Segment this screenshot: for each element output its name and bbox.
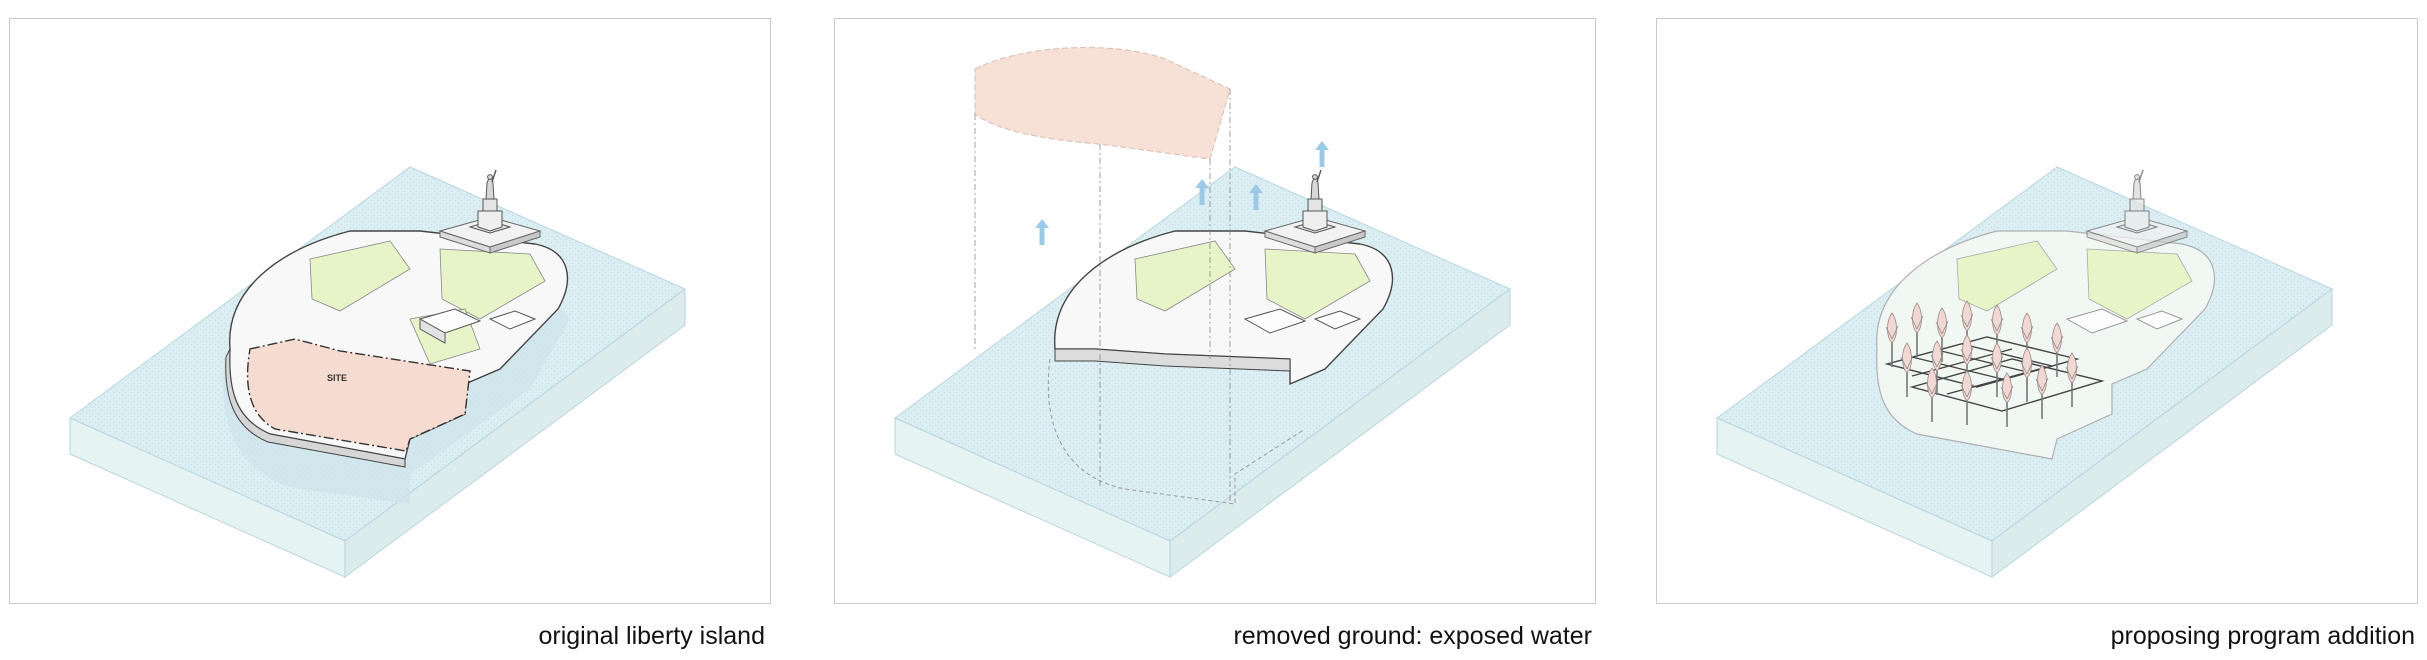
site-area — [246, 338, 471, 452]
program-addition-diagram — [1716, 166, 2333, 578]
lawn-area — [309, 240, 411, 312]
building — [1313, 310, 1362, 330]
water-slab-side — [1991, 288, 2333, 578]
building — [1243, 308, 1307, 334]
lawn-area — [1264, 248, 1371, 320]
panel-removed-ground — [834, 18, 1596, 604]
island-cut-edge — [1054, 348, 1291, 372]
lifted-ground-piece — [974, 46, 1231, 160]
water-slab-side — [344, 288, 686, 578]
lawn-area — [2086, 248, 2193, 320]
lawn-area — [1956, 240, 2058, 312]
removed-ground-diagram — [894, 46, 1511, 578]
building — [2135, 310, 2184, 330]
original-island-diagram: SITE — [69, 166, 686, 578]
water-slab-side — [1169, 288, 1511, 578]
panel-program-addition — [1656, 18, 2418, 604]
building — [419, 318, 446, 344]
building — [488, 310, 537, 330]
site-label: SITE — [327, 373, 347, 383]
building — [2065, 308, 2129, 334]
lawn-area — [439, 248, 546, 320]
up-arrow-icon — [1315, 141, 1329, 167]
caption-program-addition: proposing program addition — [2110, 622, 2415, 650]
panel-original: SITE — [9, 18, 771, 604]
up-arrow-icon — [1035, 219, 1049, 245]
caption-original: original liberty island — [538, 622, 765, 650]
caption-removed-ground: removed ground: exposed water — [1233, 622, 1592, 650]
island-edge — [225, 348, 406, 468]
